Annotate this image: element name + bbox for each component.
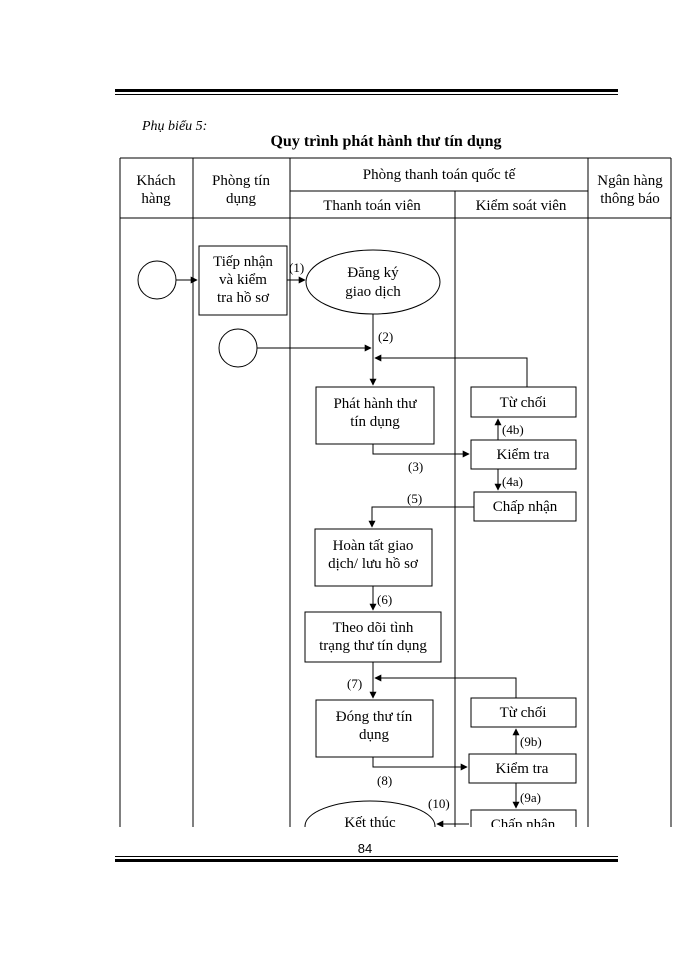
node-accept-2 xyxy=(470,809,577,827)
node-check-1 xyxy=(470,439,577,470)
node-issue-lc-line1: Phát hành thư xyxy=(333,396,417,412)
node-receive-check-line2: và kiểm xyxy=(219,272,267,288)
step-label-10: (10) xyxy=(428,796,450,811)
node-accept-1 xyxy=(473,491,577,522)
node-issue-lc xyxy=(315,386,435,445)
step-label-8: (8) xyxy=(377,773,392,788)
node-register-line2: giao dịch xyxy=(345,284,401,300)
node-end xyxy=(304,800,436,827)
lane-payment-officer: Thanh toán viên xyxy=(323,198,421,214)
lane-control-officer: Kiểm soát viên xyxy=(476,198,567,214)
diagram-title: Quy trình phát hành thư tín dụng xyxy=(270,133,501,150)
lane-advising-bank-line2: thông báo xyxy=(600,191,660,207)
arrow-step-8 xyxy=(372,757,468,771)
lane-advising-bank-line1: Ngân hàng xyxy=(597,173,663,189)
lane-customer-line1: Khách xyxy=(136,173,176,189)
step-label-7: (7) xyxy=(347,676,362,691)
node-complete xyxy=(314,528,433,587)
node-reject-1 xyxy=(470,386,577,418)
appendix-label: Phụ biểu 5: xyxy=(141,119,207,134)
bottom-rule xyxy=(115,856,618,862)
node-check-1-label: Kiểm tra xyxy=(497,447,550,463)
node-receive-check-line1: Tiếp nhận xyxy=(213,254,273,270)
node-close-lc xyxy=(315,699,434,758)
node-reject-1-label: Từ chối xyxy=(500,395,547,411)
lane-intl-payment-dept: Phòng thanh toán quốc tế xyxy=(363,167,516,183)
node-close-lc-line1: Đóng thư tín xyxy=(336,709,413,725)
node-complete-line2: dịch/ lưu hồ sơ xyxy=(328,556,419,572)
step-label-4b: (4b) xyxy=(502,422,524,437)
node-monitor-line1: Theo dõi tình xyxy=(333,620,414,636)
arrow-reject-1-return xyxy=(374,354,528,387)
arrow-step-3 xyxy=(372,444,470,458)
arrow-step-5 xyxy=(368,506,474,528)
lane-customer-line2: hàng xyxy=(141,191,171,207)
node-reject-2 xyxy=(470,697,577,728)
page-number: 84 xyxy=(358,841,372,856)
node-issue-lc-line2: tín dụng xyxy=(350,414,400,430)
node-check-2 xyxy=(468,753,577,784)
start-circle-customer xyxy=(137,260,177,300)
step-label-1: (1) xyxy=(289,260,304,275)
step-label-5: (5) xyxy=(407,491,422,506)
node-end-label: Kết thúc xyxy=(344,815,396,831)
node-register xyxy=(305,249,441,315)
lane-credit-dept-line1: Phòng tín xyxy=(212,173,270,189)
node-close-lc-line2: dụng xyxy=(359,727,390,743)
node-accept-1-label: Chấp nhận xyxy=(493,499,558,515)
step-label-6: (6) xyxy=(377,592,392,607)
arrow-reject-2-return xyxy=(374,674,517,698)
swimlane-table xyxy=(119,157,672,827)
node-complete-line1: Hoàn tất giao xyxy=(333,538,414,554)
node-reject-2-label: Từ chối xyxy=(500,705,547,721)
node-monitor xyxy=(304,611,442,663)
lane-credit-dept-line2: dụng xyxy=(226,191,257,207)
node-register-line1: Đăng ký xyxy=(347,265,399,281)
node-accept-2-label: Chấp nhận xyxy=(491,817,556,833)
node-receive-check-line3: tra hồ sơ xyxy=(217,290,270,306)
step-label-4a: (4a) xyxy=(502,474,523,489)
step-label-9a: (9a) xyxy=(520,790,541,805)
top-rule xyxy=(115,89,618,95)
start-circle-credit xyxy=(218,328,258,368)
step-label-3: (3) xyxy=(408,459,423,474)
node-check-2-label: Kiểm tra xyxy=(496,761,549,777)
node-monitor-line2: trạng thư tín dụng xyxy=(319,638,427,654)
step-label-2: (2) xyxy=(378,329,393,344)
step-label-9b: (9b) xyxy=(520,734,542,749)
